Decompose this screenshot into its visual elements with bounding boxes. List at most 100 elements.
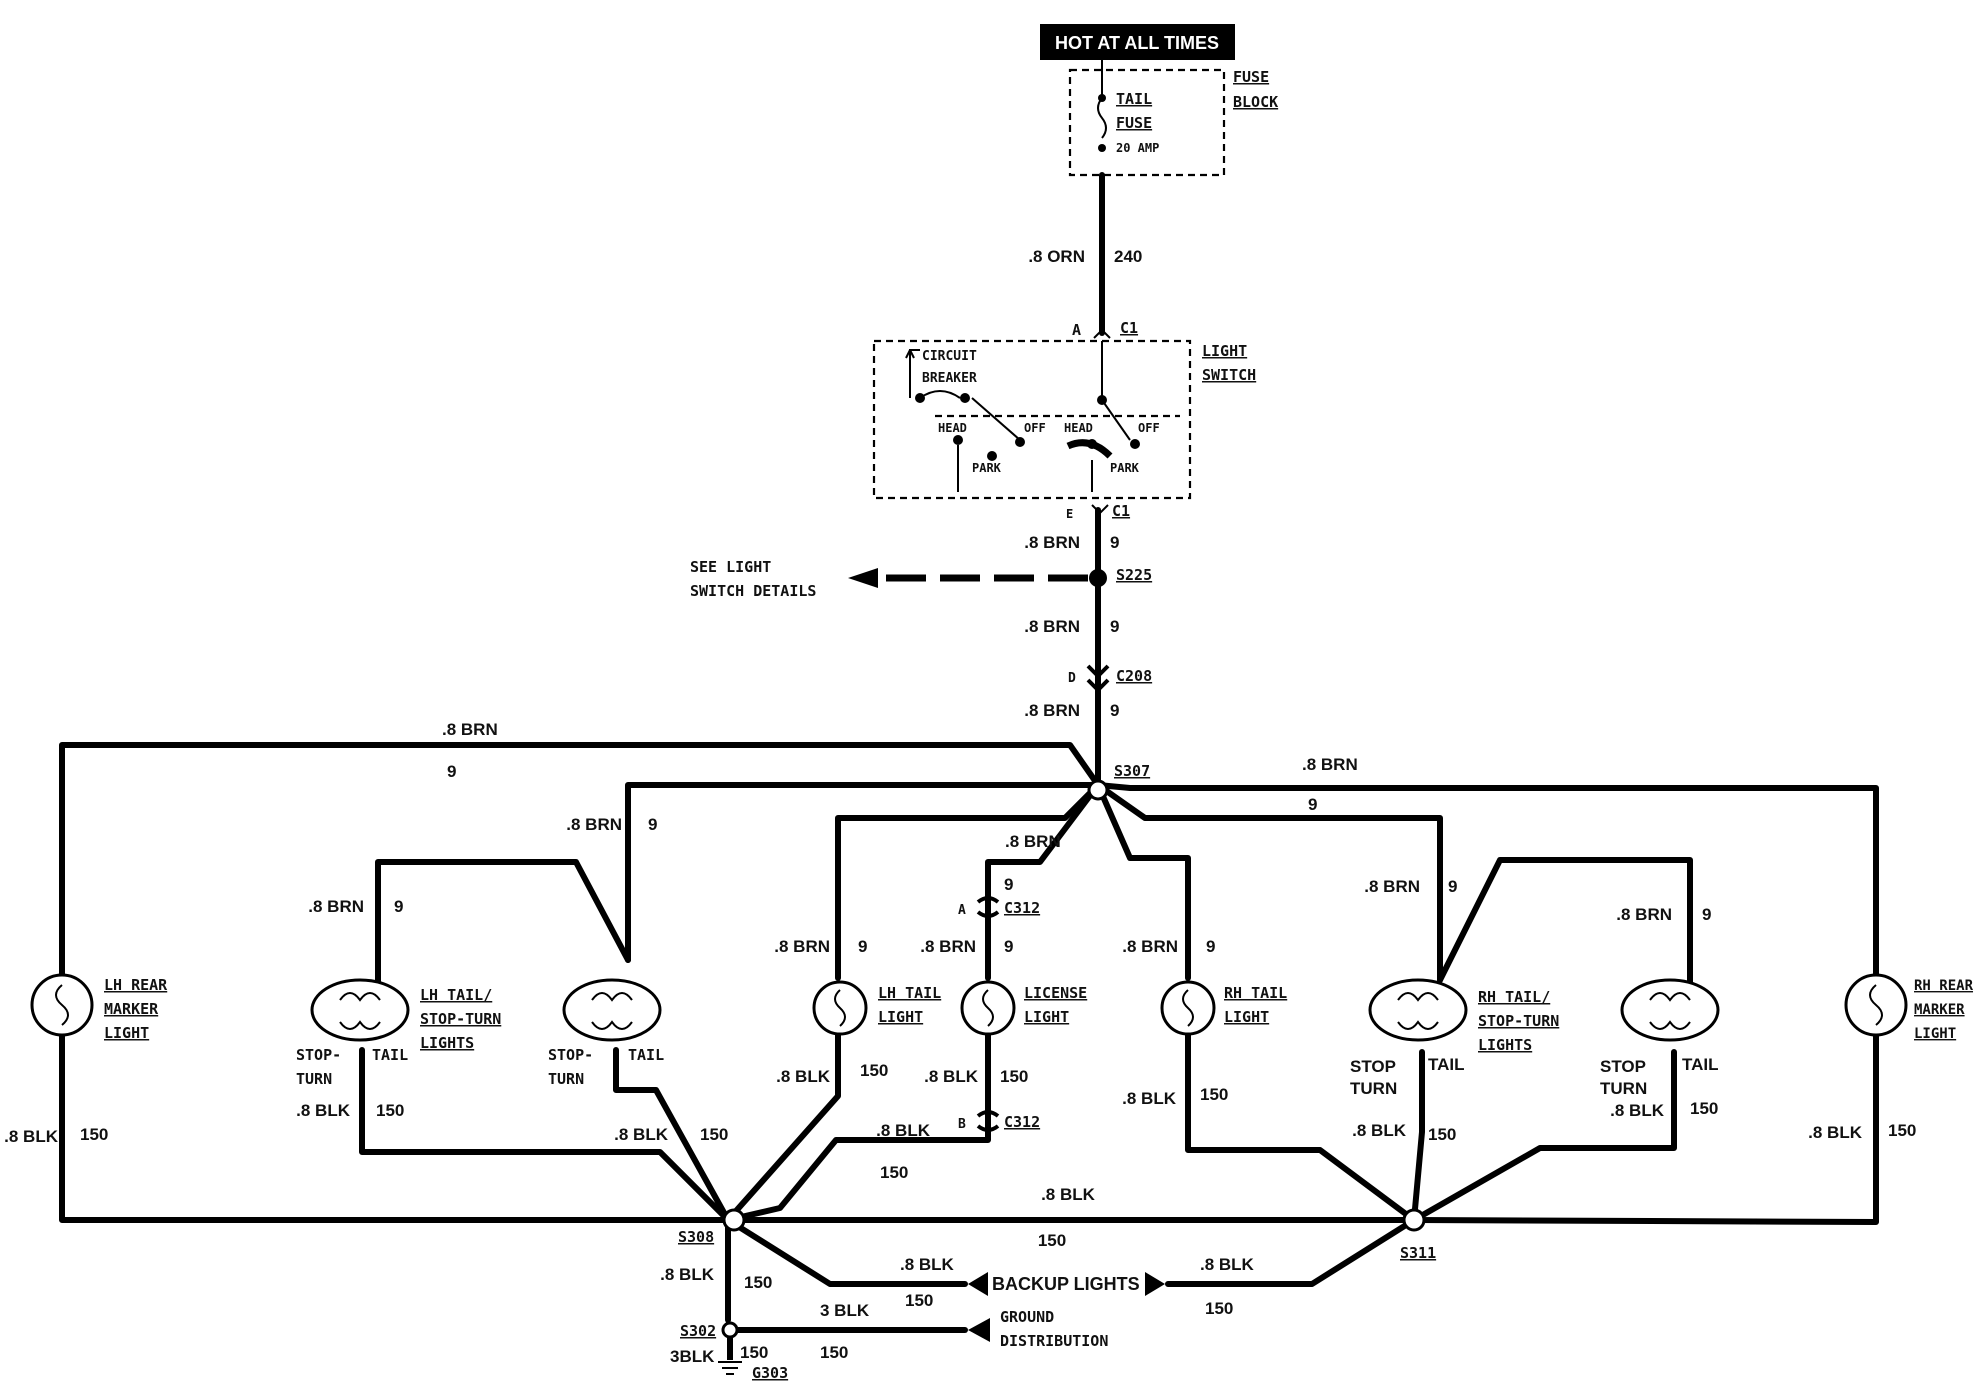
blk-grounds: .8 BLK 150 .8 BLK 150 .8 BLK 150 .8 BLK … <box>4 1032 1916 1382</box>
rh-tail-circuit: 9 <box>1206 937 1215 956</box>
lh-stop-jumper-circuit: 9 <box>394 897 403 916</box>
fuse-block-label-2: BLOCK <box>1233 93 1278 111</box>
rh-stop-st-2: TURN <box>1350 1079 1397 1098</box>
wire-lh-tail-blk <box>725 1032 841 1223</box>
fuse-name-1: TAIL <box>1116 90 1152 108</box>
backup-left-gauge: .8 BLK <box>900 1255 955 1274</box>
left-park: PARK <box>972 461 1002 475</box>
rh-tail-gauge: .8 BRN <box>1122 937 1178 956</box>
s308-s302-gauge: .8 BLK <box>660 1265 715 1284</box>
s302-circuit: 150 <box>740 1343 768 1362</box>
s308-s311-gauge: .8 BLK <box>1041 1185 1096 1204</box>
license-gauge-top: .8 BRN <box>1005 832 1061 851</box>
lh-stop-gauge: .8 BRN <box>566 815 622 834</box>
right-park: PARK <box>1110 461 1140 475</box>
fuse-block: TAIL FUSE 20 AMP FUSE BLOCK <box>1068 60 1278 177</box>
rh-stop2-st-1: STOP <box>1600 1057 1646 1076</box>
trunk-gauge-3: .8 BRN <box>1024 701 1080 720</box>
wire-lh-marker-blk <box>59 1032 731 1223</box>
s311-label: S311 <box>1400 1244 1436 1262</box>
rh-stop-st-1: STOP <box>1350 1057 1396 1076</box>
lh-stop-st-1: STOP- <box>296 1046 341 1064</box>
wire-rh-stop-blk-2 <box>1411 1049 1677 1223</box>
c312-b-connector <box>976 1110 1000 1132</box>
lh-marker-gauge: .8 BRN <box>442 720 498 739</box>
lh-tail-blk-gauge: .8 BLK <box>776 1067 831 1086</box>
license-blk-gauge: .8 BLK <box>924 1067 979 1086</box>
rh-marker-gauge: .8 BRN <box>1302 755 1358 774</box>
switch-label-1: LIGHT <box>1202 342 1247 360</box>
dual-filament-icon <box>1397 992 1439 1030</box>
license-circuit: 9 <box>1004 937 1013 956</box>
filament-icon <box>1182 989 1194 1027</box>
lamp-rh-tail-stop: RH TAIL/ STOP-TURN LIGHTS STOP TURN TAIL <box>1350 978 1559 1098</box>
trunk-circuit-3: 9 <box>1110 701 1119 720</box>
license-gauge: .8 BRN <box>920 937 976 956</box>
ground-distribution-1: GROUND <box>1000 1308 1054 1326</box>
lh-tail-gauge: .8 BRN <box>774 937 830 956</box>
license-blk-circuit: 150 <box>1000 1067 1028 1086</box>
rh-marker-2: MARKER <box>1914 1002 1965 1018</box>
rh-marker-blk-gauge: .8 BLK <box>1808 1123 1863 1142</box>
wire-lh-marker-brn <box>59 742 1101 978</box>
backup-left-circuit: 150 <box>905 1291 933 1310</box>
wire-rh-marker-brn <box>1095 782 1879 978</box>
see-details-1: SEE LIGHT <box>690 558 771 576</box>
s225-label: S225 <box>1116 566 1152 584</box>
c208-label: C208 <box>1116 667 1152 685</box>
lh-stop-lamp-2: STOP-TURN <box>420 1010 501 1028</box>
dual-filament-icon <box>339 992 381 1030</box>
lh-tail-1: LH TAIL <box>878 984 941 1002</box>
c208-pin: D <box>1068 671 1076 686</box>
wire-rh-tail-brn <box>1095 782 1191 981</box>
wire-license-blk <box>725 1032 991 1223</box>
ground-wire-a: 3 BLK <box>820 1301 870 1320</box>
lh-marker-3: LIGHT <box>104 1024 149 1042</box>
ground-icon <box>718 1361 742 1375</box>
see-details-2: SWITCH DETAILS <box>690 582 816 600</box>
dual-filament-icon <box>1649 992 1691 1030</box>
rh-tail-1: RH TAIL <box>1224 984 1287 1002</box>
light-switch: A C1 LIGHT SWITCH CIRCUIT BREAKER HEAD O… <box>872 319 1256 521</box>
rh-stop-circuit-top: 9 <box>1308 795 1317 814</box>
wire-lh-stop-blk-2 <box>613 1047 731 1223</box>
lh-stop-circuit: 9 <box>648 815 657 834</box>
lamp-license: LICENSE LIGHT <box>960 980 1087 1036</box>
ground-wire-circuit: 150 <box>820 1343 848 1362</box>
s308-s302-circuit: 150 <box>744 1273 772 1292</box>
s307-label: S307 <box>1114 762 1150 780</box>
lamp-lh-tail-stop: LH TAIL/ STOP-TURN LIGHTS STOP- TURN TAI… <box>296 978 501 1088</box>
right-head: HEAD <box>1064 421 1093 435</box>
switch-top-connector: C1 <box>1120 319 1138 337</box>
rh-tail-2: LIGHT <box>1224 1008 1269 1026</box>
lamp-rh-tail: RH TAIL LIGHT <box>1160 980 1287 1036</box>
rh-stop-tail: TAIL <box>1428 1055 1465 1074</box>
dual-filament-icon <box>591 992 633 1030</box>
fuse-block-label-1: FUSE <box>1233 68 1269 86</box>
rh-stop2-tail: TAIL <box>1682 1055 1719 1074</box>
rh-stop-gauge: .8 BRN <box>1364 877 1420 896</box>
backup-left-arrow-icon <box>968 1272 988 1296</box>
wire-lh-stop-jumper <box>375 859 631 985</box>
rh-tail-blk-circuit: 150 <box>1200 1085 1228 1104</box>
wire-lh-tail-brn <box>835 782 1101 981</box>
wire-backup-right <box>1165 1217 1417 1287</box>
switch-bottom-pin: E <box>1066 507 1073 521</box>
fuse-name-2: FUSE <box>1116 114 1152 132</box>
lh-tail-2: LIGHT <box>878 1008 923 1026</box>
lh-stop-blk-circuit-2: 150 <box>700 1125 728 1144</box>
lh-marker-2: MARKER <box>104 1000 159 1018</box>
rh-stop-lamp-2: STOP-TURN <box>1478 1012 1559 1030</box>
left-off: OFF <box>1024 421 1046 435</box>
lh-marker-blk-circuit: 150 <box>80 1125 108 1144</box>
wire-rh-stop-brn <box>1095 782 1443 983</box>
c312-b-pin: B <box>958 1117 966 1132</box>
feed-wire-circuit: 240 <box>1114 247 1142 266</box>
rh-stop-blk-circuit-2: 150 <box>1690 1099 1718 1118</box>
lh-marker-circuit: 9 <box>447 762 456 781</box>
right-off: OFF <box>1138 421 1160 435</box>
breaker-label-1: CIRCUIT <box>922 349 977 364</box>
wire-license-brn <box>985 782 1101 981</box>
license-blk-circuit-2: 150 <box>880 1163 908 1182</box>
trunk-circuit-2: 9 <box>1110 617 1119 636</box>
